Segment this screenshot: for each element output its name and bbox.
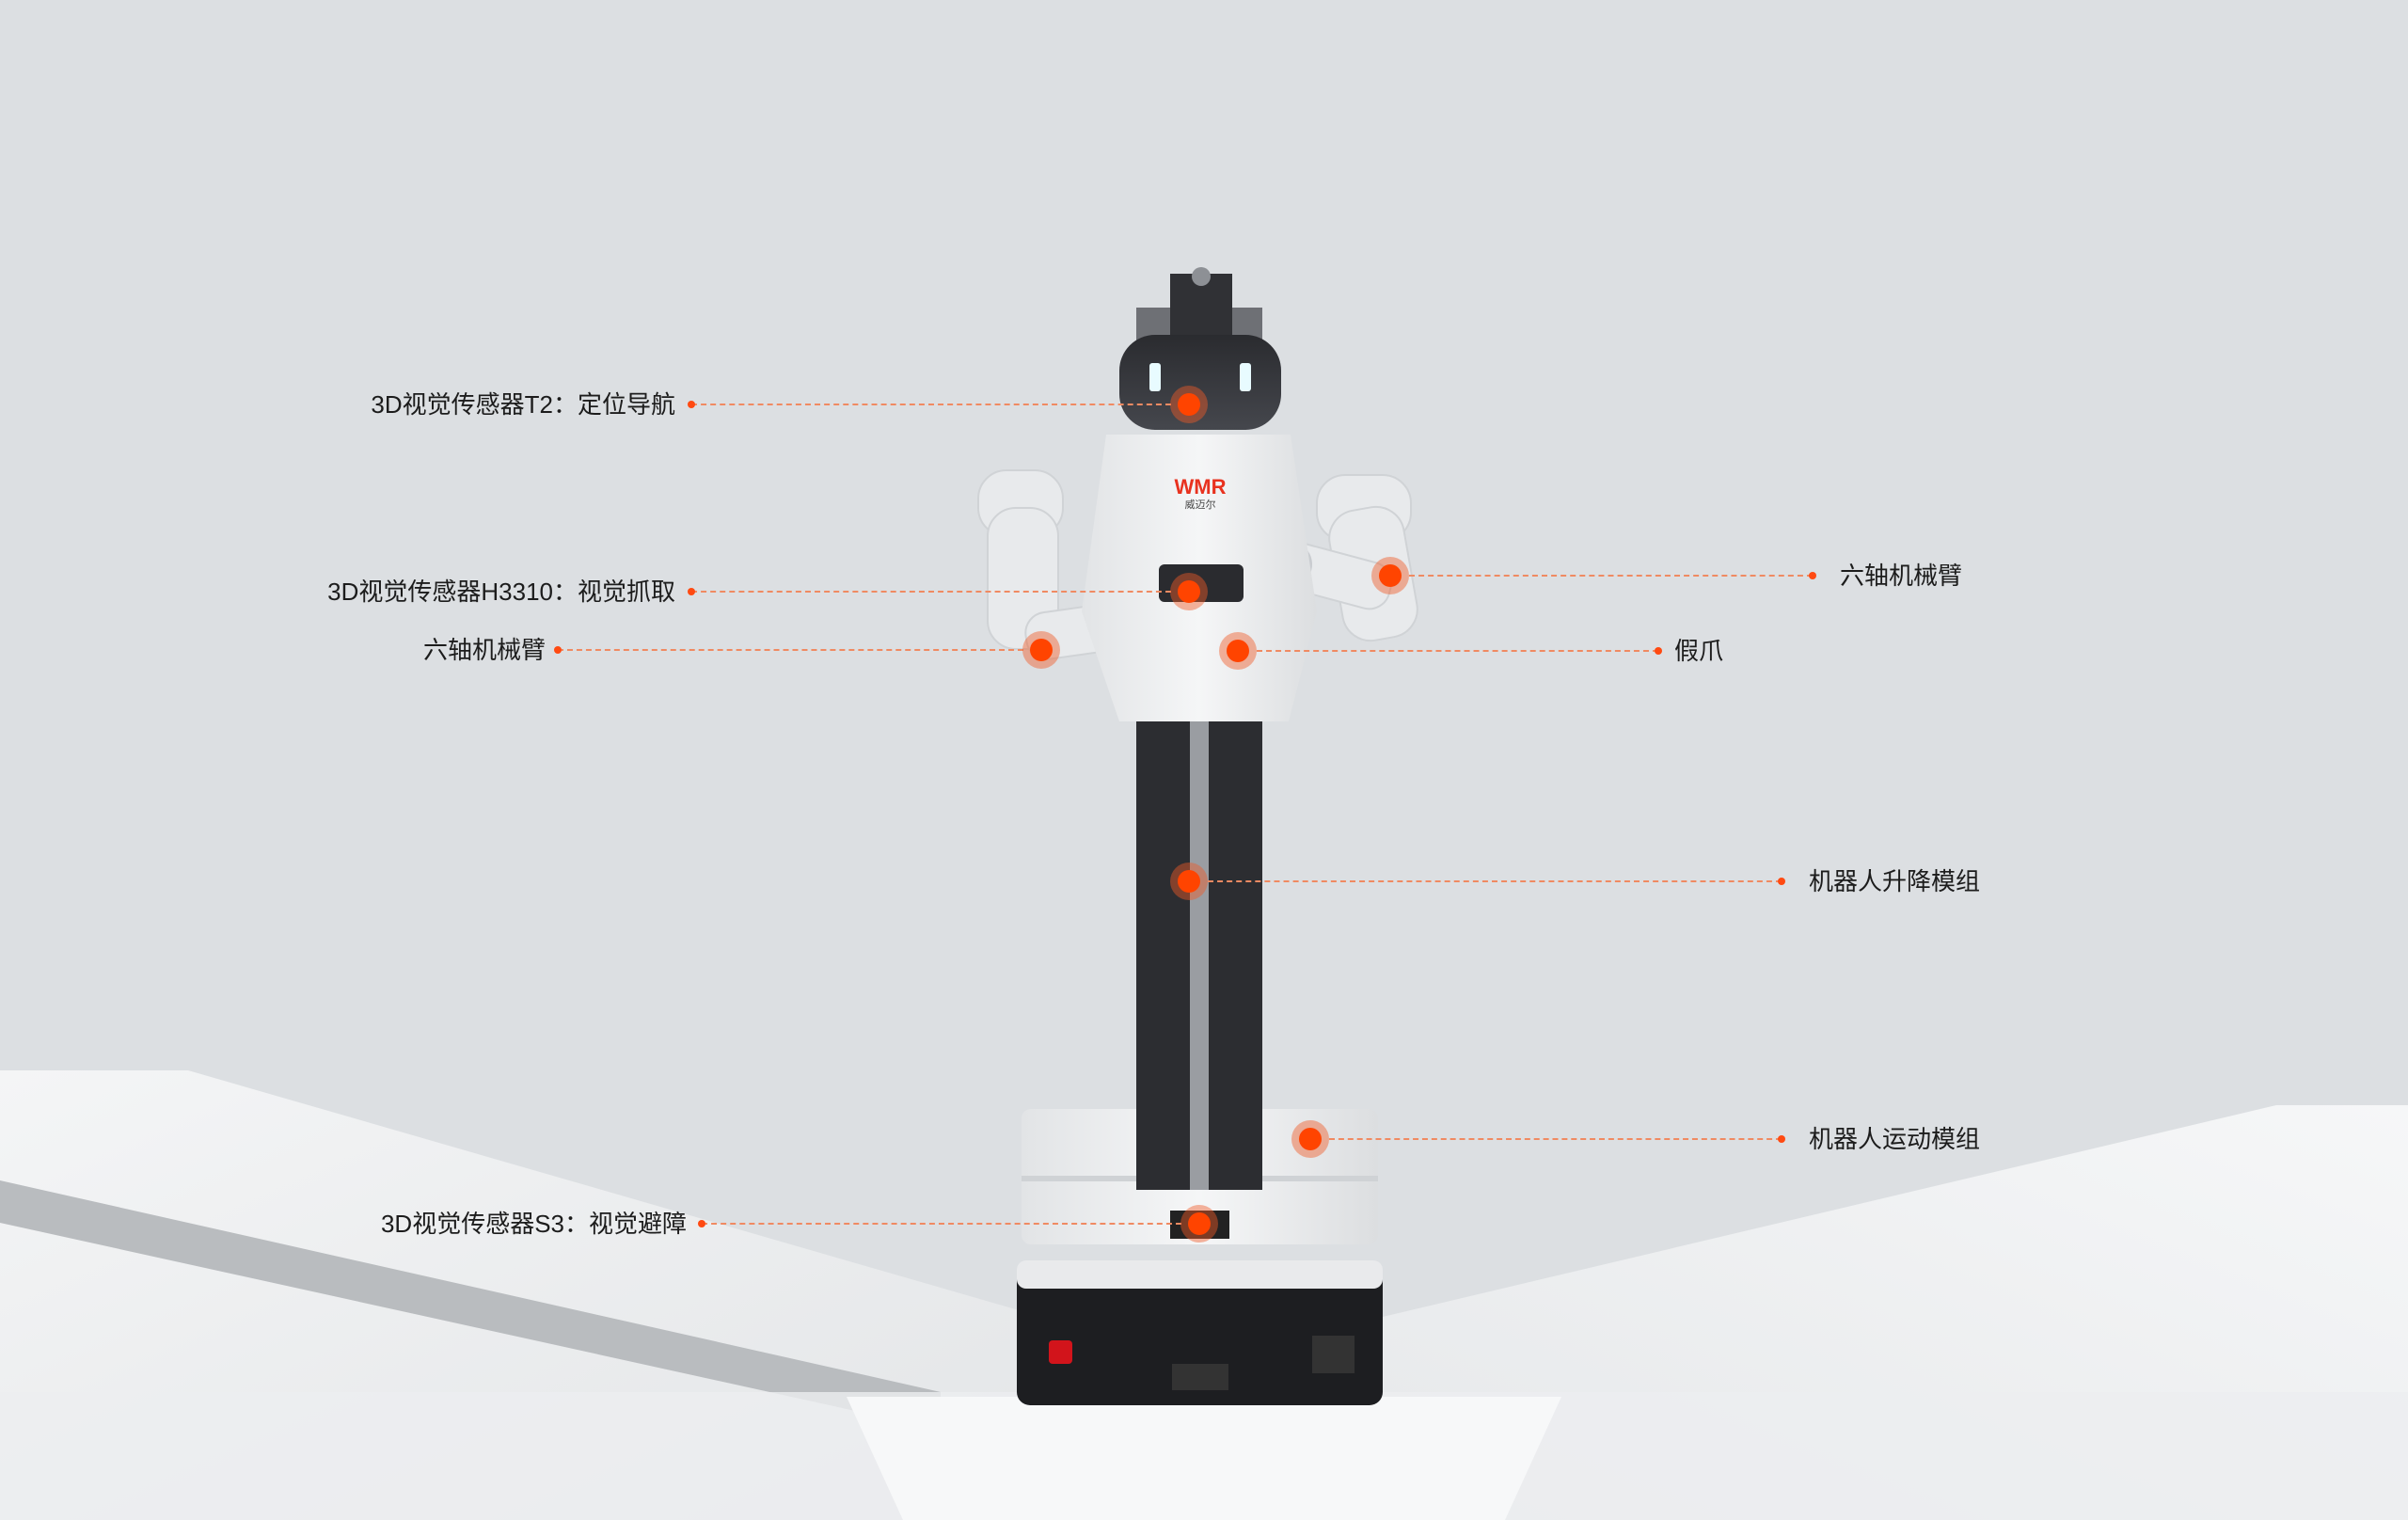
hotspot-lift-module[interactable]: [1170, 863, 1208, 900]
label-s3-sensor: 3D视觉传感器S3：视觉避障: [380, 1210, 687, 1238]
callout-line-motion: [1329, 1138, 1782, 1140]
callout-line-t2: [691, 404, 1171, 405]
robot: WMR 威迈尔: [977, 267, 1418, 1405]
callout-dot: [1655, 647, 1662, 655]
label-motion-module: 机器人运动模组: [1809, 1125, 1981, 1153]
label-arm-right: 六轴机械臂: [1840, 562, 1963, 590]
hotspot-arm-left[interactable]: [1022, 631, 1060, 669]
callout-line-lift: [1208, 880, 1782, 882]
hotspot-motion-module[interactable]: [1291, 1120, 1329, 1158]
callout-dot: [1809, 572, 1816, 579]
callout-dot: [698, 1220, 705, 1227]
floor: [0, 1070, 2408, 1520]
svg-text:威迈尔: 威迈尔: [1185, 499, 1216, 511]
callout-line-gripper: [1257, 650, 1658, 652]
callout-dot: [688, 588, 695, 595]
hotspot-arm-right[interactable]: [1371, 557, 1409, 594]
label-gripper: 假爪: [1674, 637, 1724, 665]
hotspot-gripper[interactable]: [1219, 632, 1257, 670]
callout-line-h3310: [691, 591, 1171, 593]
callout-dot: [1778, 878, 1785, 885]
label-lift-module: 机器人升降模组: [1809, 867, 1981, 895]
hotspot-h3310-sensor[interactable]: [1170, 573, 1208, 610]
hotspot-t2-sensor[interactable]: [1170, 386, 1208, 423]
callout-dot: [554, 646, 562, 654]
label-h3310-sensor: 3D视觉传感器H3310：视觉抓取: [327, 578, 675, 606]
callout-line-s3: [702, 1223, 1181, 1225]
callout-line-arm-right: [1409, 575, 1813, 577]
svg-text:WMR: WMR: [1175, 475, 1227, 499]
label-t2-sensor: 3D视觉传感器T2：定位导航: [371, 390, 675, 419]
callout-dot: [688, 401, 695, 408]
label-arm-left: 六轴机械臂: [422, 636, 546, 664]
hotspot-s3-sensor[interactable]: [1180, 1205, 1218, 1243]
callout-dot: [1778, 1135, 1785, 1143]
callout-line-arm-left: [558, 649, 1023, 651]
